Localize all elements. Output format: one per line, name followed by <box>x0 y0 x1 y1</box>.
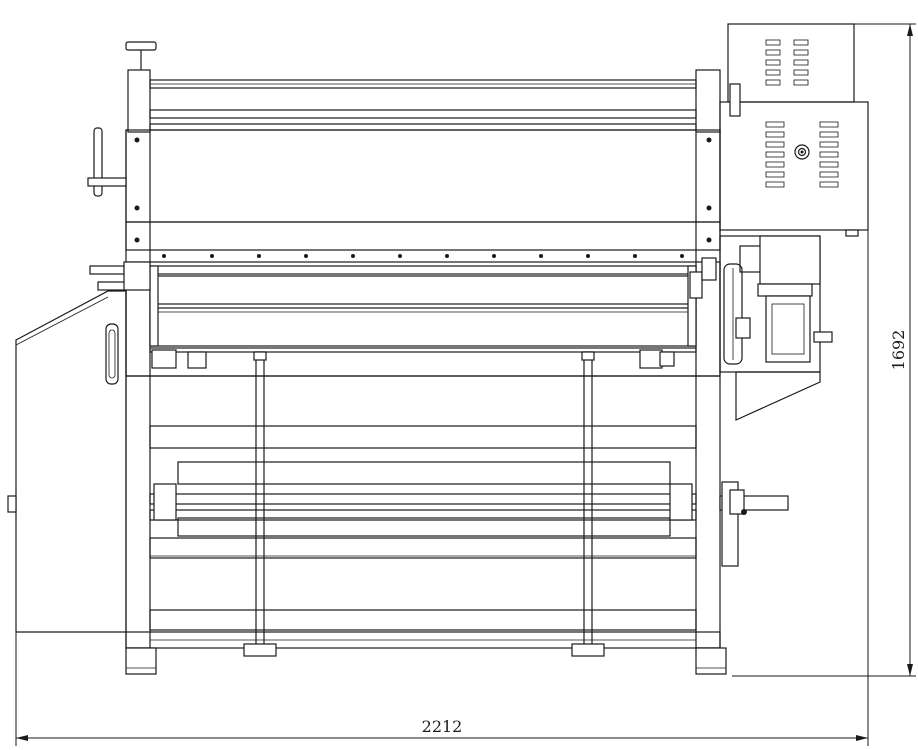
left-adjust-fittings <box>89 261 151 385</box>
drive-motor-assembly <box>719 235 833 421</box>
height-dimension <box>732 23 916 677</box>
lower-panel-switches <box>765 121 839 188</box>
main-frame <box>125 129 727 675</box>
control-cabinet <box>719 23 869 237</box>
top-press-unit <box>125 41 721 251</box>
roller-assembly <box>125 257 721 377</box>
width-dimension-label: 2212 <box>422 717 463 736</box>
top-side-handle <box>87 127 127 197</box>
bolt-row <box>162 254 684 258</box>
width-dimension <box>15 230 869 746</box>
upper-panel-switches <box>765 39 809 86</box>
height-dimension-label: 1692 <box>889 330 908 371</box>
lower-rolls <box>149 425 697 631</box>
vertical-support-rods <box>243 351 605 657</box>
right-shaft-crank <box>719 481 789 567</box>
control-knob-icon <box>794 144 810 160</box>
